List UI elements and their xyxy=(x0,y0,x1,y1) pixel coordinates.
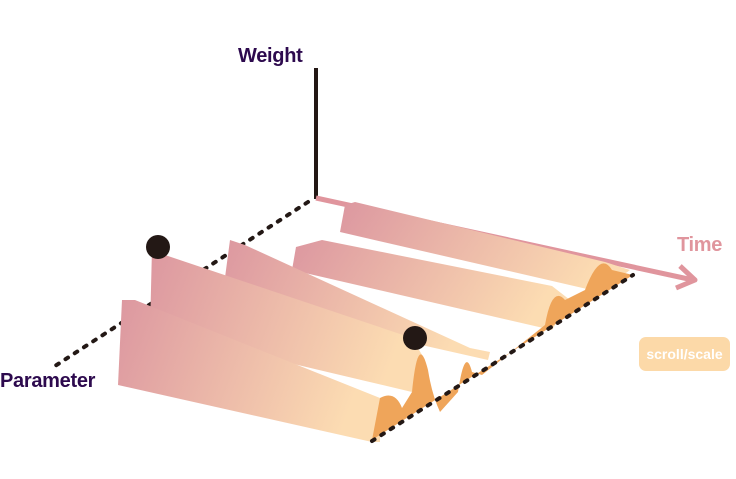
parameter-axis xyxy=(53,200,310,368)
weight-ribbon-2 xyxy=(292,240,570,330)
marker-point-1[interactable] xyxy=(146,235,170,259)
marker-point-2[interactable] xyxy=(403,326,427,350)
time-axis-label: Time xyxy=(677,234,723,256)
weight-ribbon-5 xyxy=(118,300,380,442)
weight-axis-label: Weight xyxy=(238,45,303,67)
scroll-scale-button[interactable]: scroll/scale xyxy=(639,337,730,371)
parameter-axis-label: Parameter xyxy=(0,370,96,392)
weight-ribbon-1 xyxy=(340,202,630,292)
end-baseline xyxy=(370,273,635,443)
end-profile-wave xyxy=(372,263,633,440)
weight-ribbon-4 xyxy=(150,248,425,392)
